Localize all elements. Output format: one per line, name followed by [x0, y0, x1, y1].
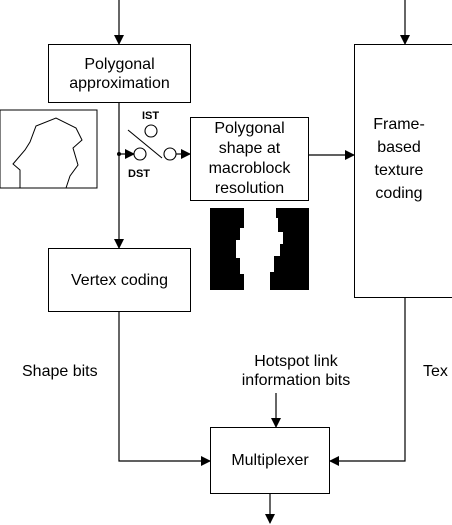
switch-ist-contact — [144, 124, 158, 138]
polygonal-approximation-block: Polygonal approximation — [48, 44, 191, 103]
switch-left-contact — [133, 147, 147, 161]
macroblock-mask-image — [210, 208, 309, 290]
multiplexer-block: Multiplexer — [210, 427, 330, 494]
vertex-coding-block: Vertex coding — [48, 248, 191, 312]
input-shape-image — [0, 109, 98, 189]
switch-dst-label: DST — [128, 168, 150, 180]
switch-right-contact — [163, 147, 177, 161]
multiplexer-label: Multiplexer — [231, 452, 309, 469]
switch-lever — [127, 129, 163, 159]
polygonal-shape-block: Polygonal shape at macroblock resolution — [190, 117, 309, 201]
hotspot-link-label: Hotspot link information bits — [241, 353, 351, 389]
branch-junction — [117, 152, 121, 156]
polygonal-shape-label: Polygonal shape at macroblock resolution — [208, 120, 291, 197]
shape-bits-label: Shape bits — [22, 363, 98, 380]
texture-coding-label: Frame- based texture coding — [373, 116, 425, 202]
polygonal-approximation-label: Polygonal approximation — [69, 55, 170, 92]
texture-bits-label: Tex — [423, 363, 448, 380]
texture-coding-block: Frame- based texture coding — [354, 44, 452, 298]
vertex-to-mux-line — [118, 312, 211, 466]
texture-to-mux-line — [329, 298, 406, 466]
switch-ist-label: IST — [142, 110, 160, 122]
vertex-coding-label: Vertex coding — [71, 271, 168, 289]
